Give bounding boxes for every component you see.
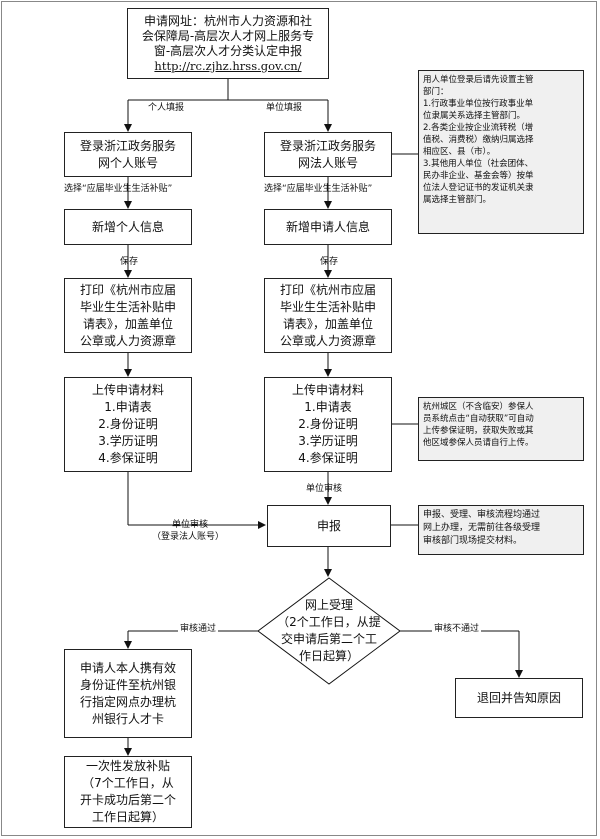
- box-line: 上传申请材料: [91, 383, 164, 397]
- box-line: 工作日起算）: [91, 810, 164, 824]
- note-line: 部门：: [423, 87, 449, 97]
- reject-box: 退回并告知原因: [455, 678, 583, 718]
- box-line: 毕业生生活补贴申: [279, 299, 376, 314]
- note-unit-department: 用人单位登录后请先设置主管 部门： 1.行政事业单位按行政事业单 位隶属关系选择…: [418, 70, 584, 234]
- box-line: 网法人账号: [297, 155, 358, 170]
- portal-link[interactable]: http://rc.zjhz.hrss.gov.cn/: [154, 58, 302, 73]
- note-line: 属选择主管部门。: [423, 195, 492, 205]
- print-unit-box: 打印《杭州市应届 毕业生生活补贴申 请表》，加盖单位 公章或人力资源章: [264, 278, 392, 353]
- diamond-line: 作日起算）: [298, 649, 359, 663]
- note-line: 位隶属关系选择主管部门。: [423, 111, 526, 121]
- note-insurance: 杭州城区（不含临安）参保人 员系统点击“自动获取”可自动 上传参保证明，获取失败…: [418, 397, 584, 461]
- box-line: 1.申请表: [304, 400, 352, 414]
- upload-unit-box: 上传申请材料 1.申请表 2.身份证明 3.学历证明 4.参保证明: [264, 377, 392, 472]
- payout-box: 一次性发放补贴 （7个工作日，从 开卡成功后第二个 工作日起算）: [64, 756, 192, 828]
- box-line: 开卡成功后第二个: [79, 793, 176, 807]
- box-line: 登录浙江政务服务: [279, 138, 376, 153]
- box-line: 3.学历证明: [298, 434, 358, 448]
- box-line: 打印《杭州市应届: [79, 282, 176, 297]
- print-personal-box: 打印《杭州市应届 毕业生生活补贴申 请表》，加盖单位 公章或人力资源章: [64, 278, 192, 353]
- note-line: 审核部门现场提交材料。: [423, 536, 523, 546]
- new-personal-box: 新增个人信息: [64, 209, 192, 245]
- start-line: 窗-高层次人才分类认定申报: [153, 43, 303, 58]
- new-unit-box: 新增申请人信息: [264, 209, 392, 245]
- note-line: 值税、消费税）缴纳归属选择: [423, 135, 534, 145]
- unit-review-left-sublabel: （登录法人账号）: [152, 532, 225, 542]
- note-line: 上传参保证明，获取失败或其: [423, 426, 534, 436]
- diamond-line: 交申请后第二个工: [280, 632, 377, 646]
- note-line: 民办非企业、基金会等）按单: [423, 171, 534, 181]
- note-line: 网上办理，无需前往各级受理: [423, 523, 541, 533]
- box-line: 身份证件至杭州银: [79, 677, 176, 692]
- note-line: 员系统点击“自动获取”可自动: [423, 414, 534, 424]
- save-label-unit: 保存: [320, 257, 339, 267]
- unit-review-left-label: 单位审核: [172, 520, 209, 530]
- box-line: 打印《杭州市应届: [279, 282, 376, 297]
- pass-label: 审核通过: [178, 624, 219, 635]
- box-line: 行指定网点办理杭: [79, 694, 176, 709]
- box-line: 2.身份证明: [98, 417, 158, 431]
- box-line: 请表》，加盖单位: [282, 316, 373, 331]
- box-line: 登录浙江政务服务: [79, 138, 176, 153]
- box-line: 州银行人才卡: [91, 711, 164, 726]
- note-line: 位法人登记证书的发证机关隶: [423, 183, 534, 193]
- branch-label-unit: 单位填报: [266, 103, 303, 113]
- box-line: （7个工作日，从: [82, 776, 174, 790]
- start-box: 申请网址：杭州市人力资源和社 会保障局-高层次人才网上服务专 窗-高层次人才分类…: [127, 8, 329, 79]
- start-line: 申请网址：杭州市人力资源和社: [143, 13, 312, 28]
- box-line: 2.身份证明: [298, 417, 358, 431]
- note-line: 杭州城区（不含临安）参保人: [423, 402, 534, 412]
- diamond-line: 网上受理: [304, 598, 353, 612]
- select-label-unit: 选择“应届毕业生生活补贴”: [264, 184, 373, 194]
- decision-diamond: [257, 577, 401, 685]
- box-line: 1.申请表: [104, 400, 152, 414]
- unit-review-label: 单位审核: [306, 484, 343, 494]
- branch-label-personal: 个人填报: [148, 103, 185, 113]
- box-line: 一次性发放补贴: [85, 759, 170, 773]
- upload-personal-box: 上传申请材料 1.申请表 2.身份证明 3.学历证明 4.参保证明: [64, 377, 192, 472]
- start-line: 会保障局-高层次人才网上服务专: [141, 28, 315, 43]
- note-online: 申报、受理、审核流程均通过 网上办理，无需前往各级受理 审核部门现场提交材料。: [418, 505, 584, 555]
- box-line: 公章或人力资源章: [79, 333, 176, 348]
- box-line: 上传申请材料: [291, 383, 364, 397]
- select-label-personal: 选择“应届毕业生生活补贴”: [64, 184, 173, 194]
- fail-label: 审核不通过: [432, 624, 482, 635]
- box-line: 3.学历证明: [98, 434, 158, 448]
- note-line: 2.各类企业按企业流转税（增: [423, 123, 534, 133]
- bank-card-box: 申请人本人携有效 身份证件至杭州银 行指定网点办理杭 州银行人才卡: [64, 649, 192, 738]
- note-line: 相应区、县（市）。: [423, 147, 496, 157]
- diamond-line: （2个工作日，从提: [277, 615, 381, 629]
- note-line: 申报、受理、审核流程均通过: [423, 510, 541, 520]
- box-line: 网个人账号: [97, 155, 158, 170]
- box-line: 公章或人力资源章: [279, 333, 376, 348]
- box-line: 请表》，加盖单位: [82, 316, 173, 331]
- login-unit-box: 登录浙江政务服务 网法人账号: [264, 132, 392, 177]
- note-line: 用人单位登录后请先设置主管: [423, 75, 534, 85]
- box-line: 毕业生生活补贴申: [79, 299, 176, 314]
- save-label-personal: 保存: [120, 257, 139, 267]
- submit-box: 申报: [267, 505, 391, 547]
- box-line: 4.参保证明: [298, 451, 358, 465]
- box-line: 申请人本人携有效: [79, 660, 176, 675]
- login-personal-box: 登录浙江政务服务 网个人账号: [64, 132, 192, 177]
- online-acceptance-text: 网上受理 （2个工作日，从提 交申请后第二个工 作日起算）: [258, 588, 400, 674]
- note-line: 3.其他用人单位（社会团体、: [423, 159, 534, 169]
- note-line: 1.行政事业单位按行政事业单: [423, 99, 534, 109]
- box-line: 4.参保证明: [98, 451, 158, 465]
- note-line: 他区域参保人员请自行上传。: [423, 438, 534, 448]
